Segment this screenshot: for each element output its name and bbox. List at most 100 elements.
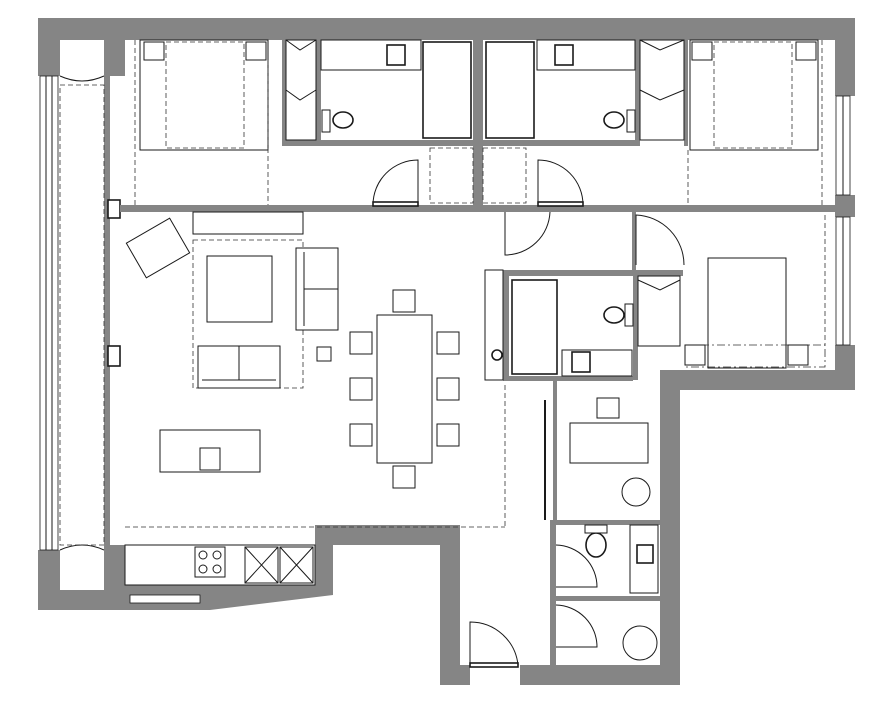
pillow [795, 41, 817, 61]
door-swing [555, 604, 598, 648]
door-swing [537, 159, 584, 206]
desk-chair [596, 397, 620, 419]
toilet [332, 111, 354, 129]
window-left [39, 75, 59, 551]
wall-bath-divider [473, 40, 483, 210]
round-fixture [622, 625, 658, 661]
wall-wc-top [553, 520, 663, 525]
chair [436, 331, 460, 355]
wall-bottom-left-diagonal [38, 550, 333, 610]
toilet [585, 532, 607, 558]
wall-bottom-right [520, 665, 680, 685]
living-area [125, 211, 339, 389]
toilet [603, 306, 625, 324]
wall-entry-left [440, 525, 460, 685]
wall-bath3-left [503, 270, 509, 380]
tv-console [192, 211, 304, 235]
wardrobe [285, 39, 317, 141]
interior-walls [120, 40, 835, 665]
bathroom-2 [485, 39, 636, 139]
wall-bath-left [316, 40, 321, 145]
wall-bath-bottom [285, 140, 640, 146]
wall-right-lower [660, 370, 680, 685]
wall-right-mid [835, 195, 855, 217]
pillow [691, 41, 713, 61]
wc [584, 524, 659, 661]
dining-table [376, 314, 433, 464]
doors [372, 147, 685, 668]
vanity [536, 39, 636, 71]
shower [485, 41, 535, 139]
bed [707, 257, 787, 369]
pillow [787, 344, 809, 366]
desk [569, 422, 649, 464]
wall-top [38, 18, 855, 40]
bedroom-top-right [639, 39, 823, 205]
bed-outline [713, 41, 793, 149]
column-left-2 [107, 345, 121, 367]
wall-right-top [835, 18, 855, 96]
coffee-table [206, 255, 273, 323]
wall-bath3-right [633, 270, 638, 380]
closet-hall [482, 147, 527, 204]
toilet [603, 111, 625, 129]
door-swing [635, 214, 685, 266]
exterior-walls [38, 18, 855, 685]
wall-left-inner [104, 40, 125, 76]
vanity [320, 39, 422, 71]
bathroom-3 [511, 279, 634, 377]
bathroom-1 [320, 39, 472, 139]
wall-closet3-right [632, 212, 636, 272]
wall-bath-right [635, 40, 640, 145]
island-sink [199, 447, 221, 471]
shower [422, 41, 472, 139]
wall-bath3-top [503, 270, 683, 276]
wall-notch [660, 370, 855, 390]
bedroom-lower-right [637, 215, 826, 369]
round-stool [621, 477, 651, 507]
armchair [125, 217, 191, 279]
wall-closet-right [684, 40, 688, 146]
wall-wc-bottom [553, 596, 663, 601]
sink [571, 351, 591, 373]
plant [491, 349, 503, 361]
column-left-1 [107, 199, 121, 219]
closet-hall [429, 147, 474, 204]
door-swing [372, 159, 419, 206]
sink [386, 44, 406, 66]
wardrobe [639, 39, 685, 141]
hall-bench [484, 269, 504, 381]
side-table [316, 346, 332, 362]
bedroom-left [134, 39, 317, 205]
door-swing [469, 621, 519, 666]
door-swing [504, 211, 551, 256]
study [544, 397, 651, 520]
chair [349, 331, 373, 355]
pillow [684, 344, 706, 366]
chair [349, 423, 373, 447]
chair [436, 377, 460, 401]
pillow [245, 41, 267, 61]
chair [349, 377, 373, 401]
dining-area [125, 269, 506, 528]
cooktop [194, 546, 226, 578]
windows [39, 75, 851, 604]
door-swing [555, 544, 598, 588]
bed-frame [684, 344, 826, 368]
wall-wc-left [550, 520, 556, 665]
wall-study-left [553, 380, 557, 525]
chair [436, 423, 460, 447]
shower [511, 279, 558, 375]
kitchen [124, 429, 316, 586]
sink [554, 44, 574, 66]
chair [392, 465, 416, 489]
wall-left-column [104, 76, 110, 546]
balcony-outline [59, 84, 105, 546]
wall-step [315, 525, 333, 595]
window-kitchen [129, 594, 201, 604]
bed-outline [165, 41, 245, 149]
pillow [143, 41, 165, 61]
wall-closet-left [282, 40, 286, 146]
wall-top-left-block [38, 18, 60, 76]
